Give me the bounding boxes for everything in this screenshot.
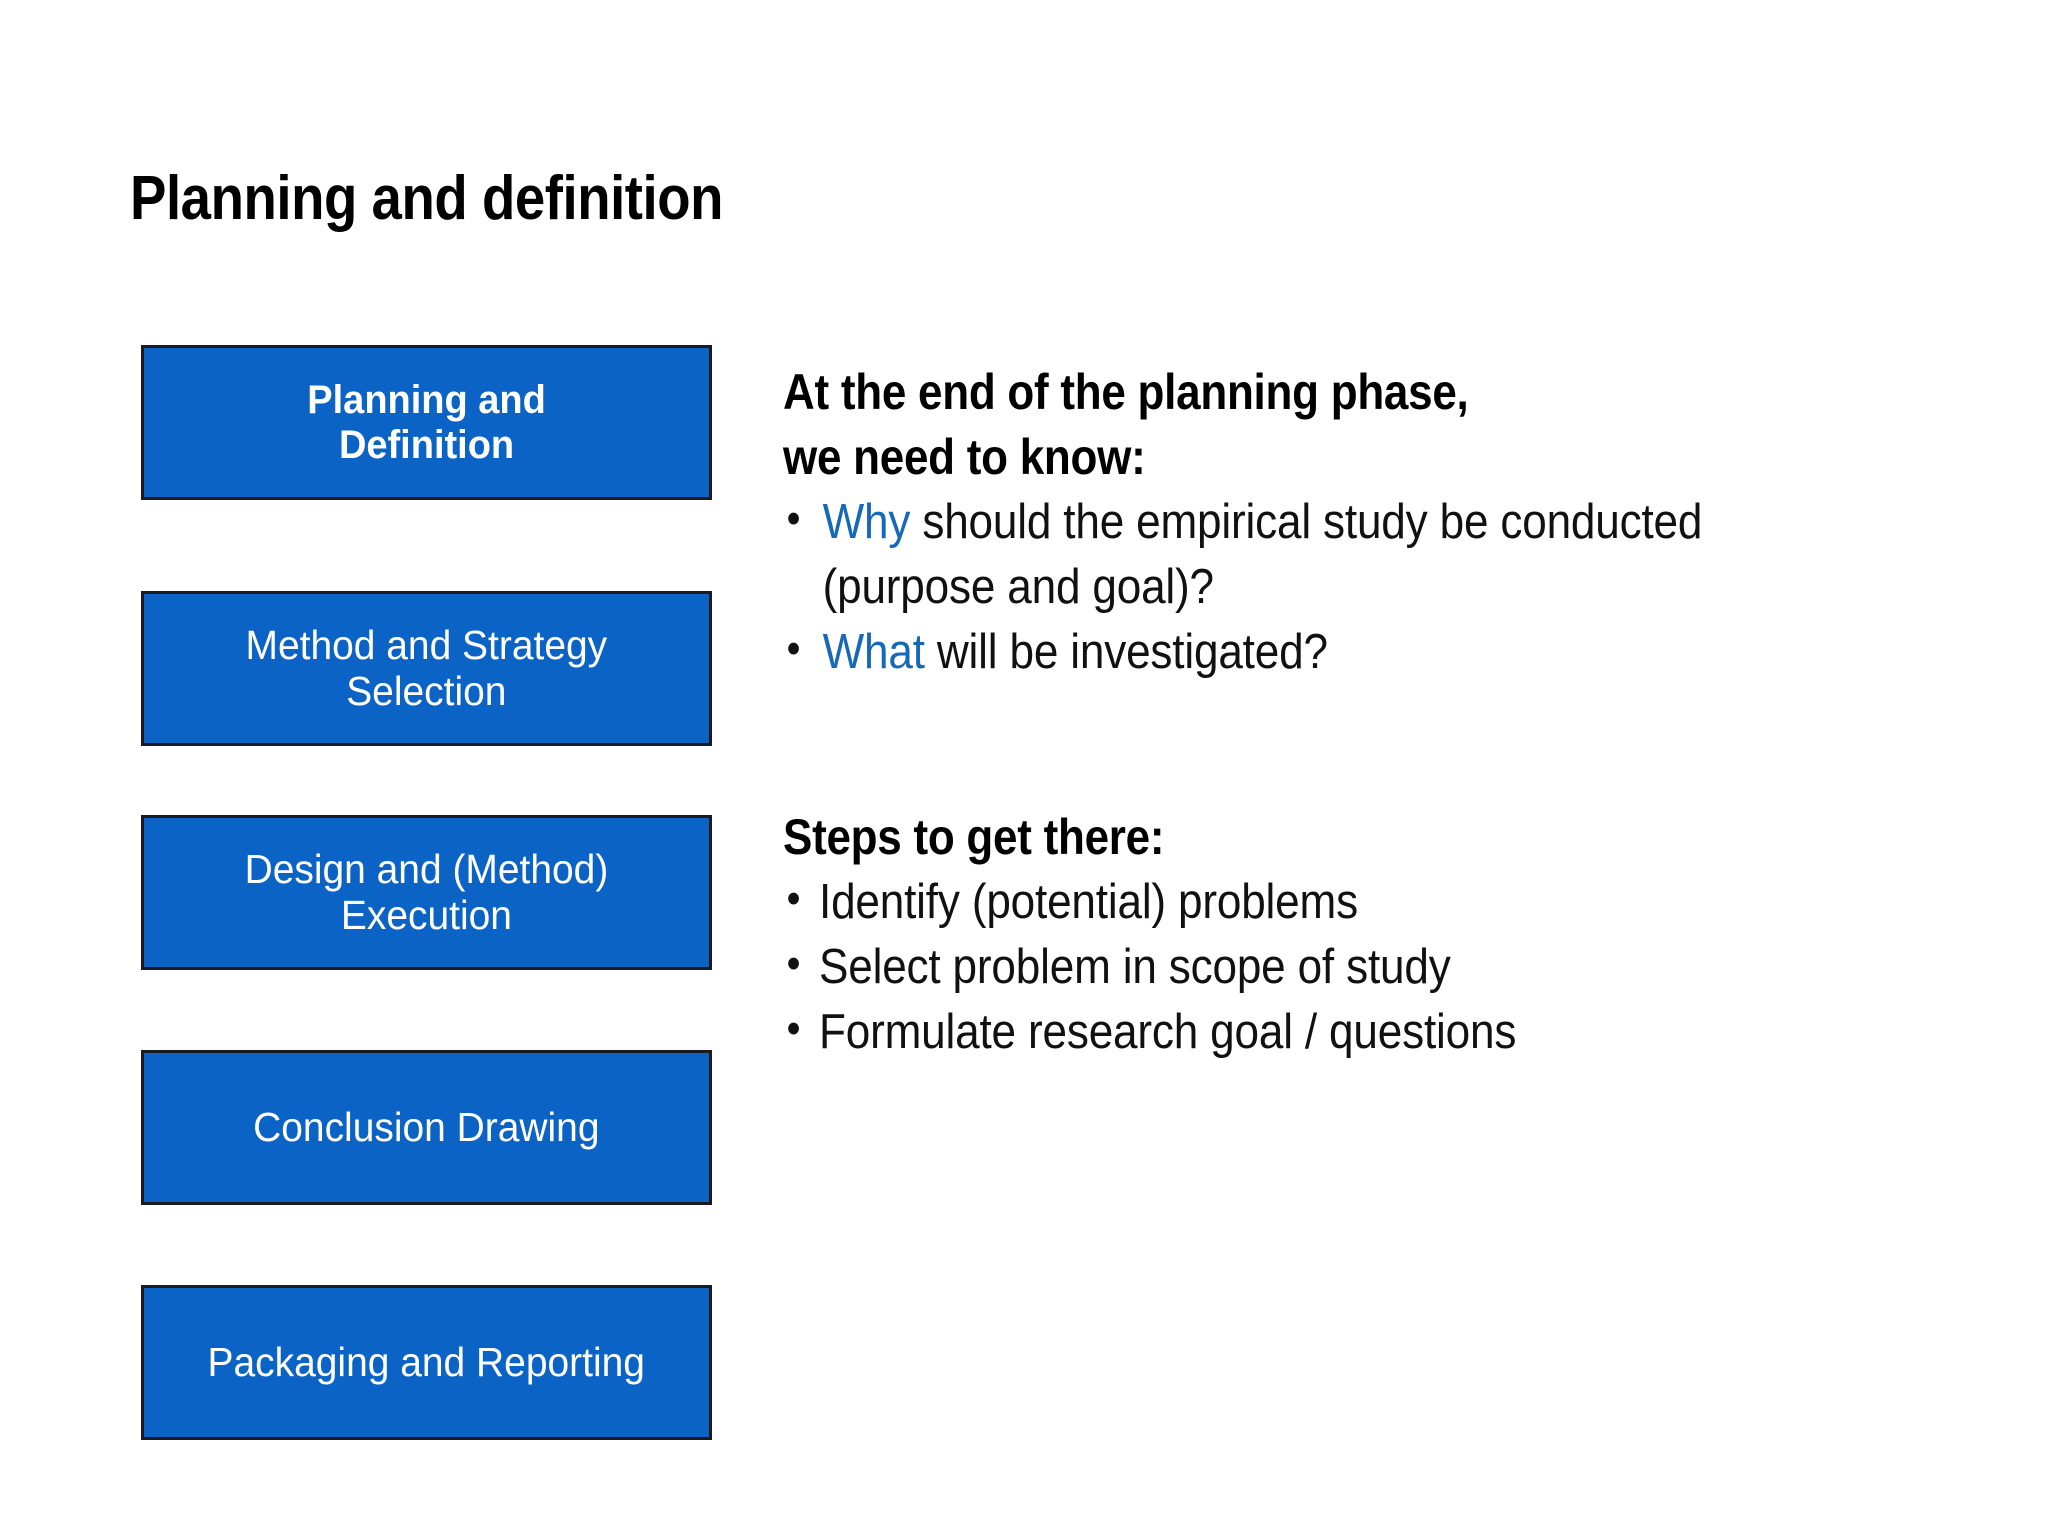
list-item: Formulate research goal / questions (783, 1000, 1845, 1065)
list-item-text: will be investigated? (924, 625, 1328, 680)
list-item: Select problem in scope of study (783, 935, 1845, 1000)
list-item-text: should the empirical study be conducted … (822, 495, 1703, 615)
steps-heading: Steps to get there: (783, 809, 1165, 865)
keyword-why: Why (822, 495, 911, 549)
phase-box-label: Conclusion Drawing (253, 1103, 600, 1150)
steps-block: Steps to get there: Identify (potential)… (783, 805, 1963, 1065)
steps-bullet-list: Identify (potential) problems Select pro… (783, 870, 1845, 1065)
page-title: Planning and definition (130, 164, 724, 233)
phase-box-design-and-method-execution[interactable]: Design and (Method) Execution (141, 815, 712, 970)
phase-box-conclusion-drawing[interactable]: Conclusion Drawing (141, 1050, 712, 1205)
list-item: Identify (potential) problems (783, 870, 1845, 935)
phase-box-method-and-strategy-selection[interactable]: Method and Strategy Selection (141, 591, 712, 746)
phase-box-label: Packaging and Reporting (207, 1338, 646, 1385)
outcomes-block: At the end of the planning phase, we nee… (783, 360, 1963, 685)
outcomes-bullet-list: Why should the empirical study be conduc… (783, 490, 1845, 685)
keyword-what: What (822, 625, 925, 680)
list-item: Why should the empirical study be conduc… (783, 490, 1845, 620)
outcomes-heading: At the end of the planning phase, we nee… (783, 364, 1469, 485)
phase-box-planning-and-definition[interactable]: Planning and Definition (141, 345, 712, 500)
list-item: What will be investigated? (783, 620, 1845, 685)
phase-box-label: Method and Strategy Selection (245, 621, 608, 714)
phase-box-label: Design and (Method) Execution (244, 845, 609, 938)
phase-box-packaging-and-reporting[interactable]: Packaging and Reporting (141, 1285, 712, 1440)
phase-box-label: Planning and Definition (307, 377, 546, 467)
